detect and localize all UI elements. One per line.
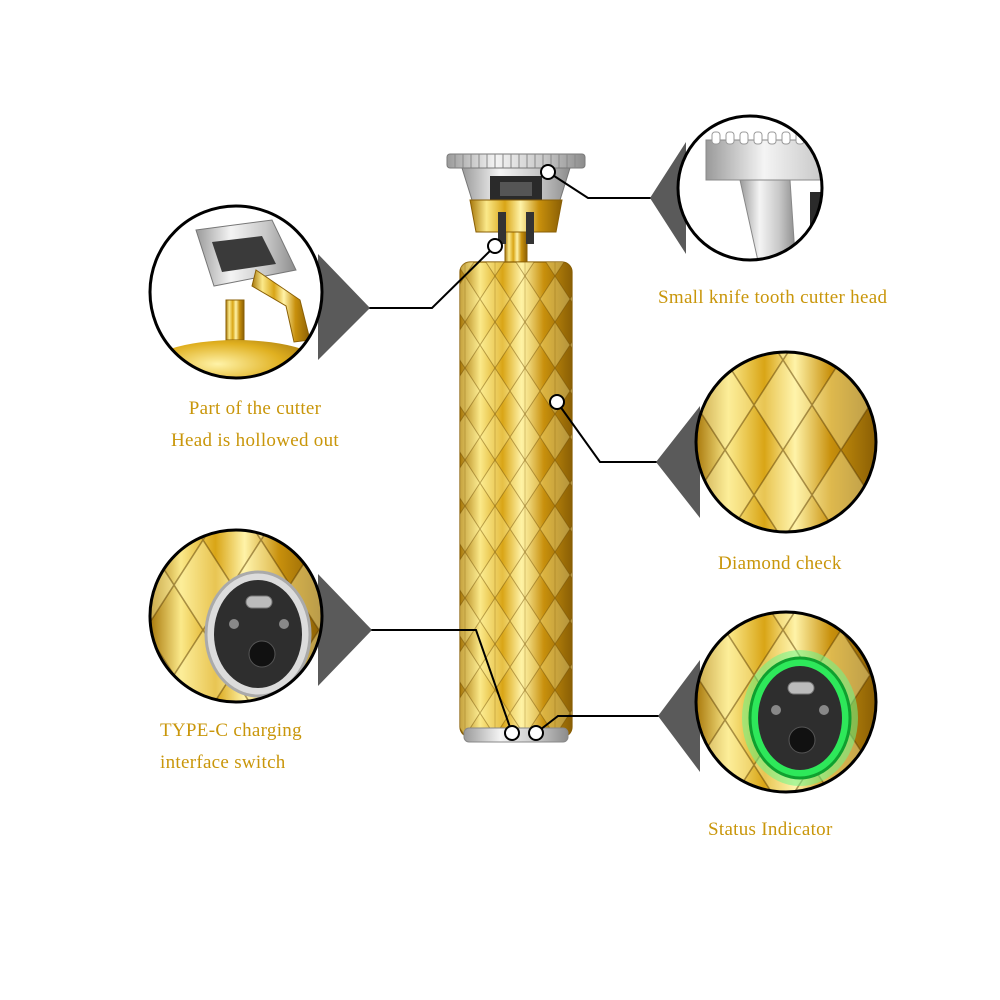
- callout-pointer: [318, 574, 372, 686]
- label-status-text: Status Indicator: [708, 819, 833, 840]
- anchor-dot-typec: [504, 725, 520, 741]
- label-diamond-text: Diamond check: [718, 553, 842, 574]
- callout-typec: [148, 528, 372, 704]
- label-cutter-head: Small knife tooth cutter head: [658, 282, 887, 314]
- label-typec-line2: interface switch: [160, 752, 286, 773]
- callout-cutter-head: [650, 114, 824, 262]
- label-status-indicator: Status Indicator: [708, 814, 833, 846]
- callout-pointer: [658, 660, 700, 772]
- trimmer-body: [459, 261, 573, 743]
- callout-pointer: [650, 142, 686, 254]
- label-cutter-head-text: Small knife tooth cutter head: [658, 287, 888, 308]
- anchor-dot-status: [528, 725, 544, 741]
- label-typec-line1: TYPE-C charging: [160, 720, 302, 741]
- hollow-cutter-head-closeup: [150, 206, 322, 378]
- label-hollow-line1: Part of the cutter: [188, 398, 322, 419]
- anchor-dot-hollow: [487, 238, 503, 254]
- trimmer-blade: [446, 153, 586, 202]
- callout-pointer: [656, 406, 700, 518]
- leader-line-status: [535, 715, 690, 734]
- trimmer-head-mount: [469, 199, 563, 271]
- callout-diamond-check: [656, 350, 878, 534]
- anchor-dot-diamond: [549, 394, 565, 410]
- green-ring-closeup: [696, 612, 876, 792]
- leader-line-cutter-head: [547, 171, 674, 199]
- callout-hollow-head: [148, 204, 370, 380]
- callout-pointer: [318, 254, 370, 360]
- diamond-pattern-closeup: [696, 352, 876, 532]
- callout-status-indicator: [658, 610, 878, 794]
- anchor-dots: [487, 164, 565, 741]
- charging-port-closeup: [150, 530, 322, 702]
- label-hollow-head: Part of the cutter Head is hollowed out: [150, 393, 360, 457]
- label-typec: TYPE-C charging interface switch: [160, 715, 302, 779]
- anchor-dot-cutter-head: [540, 164, 556, 180]
- leader-line-typec: [330, 629, 513, 734]
- label-diamond-check: Diamond check: [718, 548, 842, 580]
- trimmer-product: [446, 153, 586, 743]
- label-hollow-line2: Head is hollowed out: [170, 430, 339, 451]
